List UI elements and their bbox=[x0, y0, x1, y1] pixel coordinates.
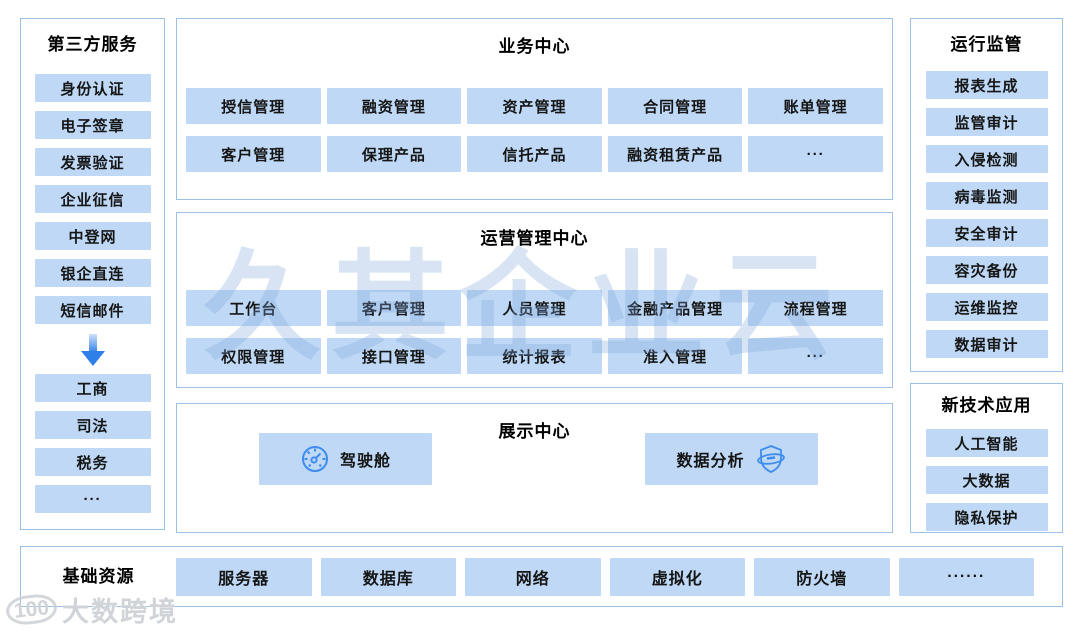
display-item-data-analysis: 数据分析 bbox=[645, 433, 818, 485]
resource-item: 数据库 bbox=[320, 557, 456, 596]
display-item-label: 数据分析 bbox=[676, 453, 745, 470]
business-item: 信托产品 bbox=[467, 136, 602, 172]
resource-item: 网络 bbox=[465, 557, 601, 596]
service-item: 企业征信 bbox=[34, 185, 151, 213]
panel-base-resources: 基础资源 服务器 数据库 网络 虚拟化 防火墙 ······ bbox=[20, 546, 1063, 607]
service-item: 司法 bbox=[34, 411, 151, 439]
operations-item: 权限管理 bbox=[186, 338, 321, 374]
operations-item: 接口管理 bbox=[326, 338, 462, 374]
business-item: 资产管理 bbox=[467, 88, 602, 124]
display-item-label: 驾驶舱 bbox=[339, 453, 391, 470]
business-center-title: 业务中心 bbox=[498, 37, 571, 56]
new-technology-title: 新技术应用 bbox=[941, 396, 1032, 415]
operations-item: 工作台 bbox=[186, 290, 321, 326]
service-item: 中登网 bbox=[34, 222, 151, 250]
resource-item: 虚拟化 bbox=[609, 557, 745, 596]
new-tech-item: 人工智能 bbox=[925, 429, 1048, 457]
supervision-item: 运维监控 bbox=[925, 293, 1048, 321]
display-item-cockpit: 驾驶舱 bbox=[259, 433, 432, 485]
panel-operations-center: 运营管理中心 工作台 客户管理 人员管理 金融产品管理 流程管理 权限管理 接口… bbox=[176, 212, 893, 388]
business-item: 融资租赁产品 bbox=[607, 136, 743, 172]
panel-operation-supervision: 运行监管 报表生成 监管审计 入侵检测 病毒监测 安全审计 容灾备份 运维监控 … bbox=[910, 18, 1063, 372]
supervision-item: 病毒监测 bbox=[925, 182, 1048, 210]
service-item-more: ··· bbox=[34, 485, 151, 513]
operations-item: 人员管理 bbox=[467, 290, 602, 326]
gauge-icon bbox=[300, 444, 330, 474]
supervision-item: 安全审计 bbox=[925, 219, 1048, 247]
supervision-item: 数据审计 bbox=[925, 330, 1048, 358]
supervision-item: 监管审计 bbox=[925, 108, 1048, 136]
business-row-2: 客户管理 保理产品 信托产品 融资租赁产品 ··· bbox=[186, 136, 883, 172]
base-resources-title: 基础资源 bbox=[62, 566, 135, 586]
operations-item: 准入管理 bbox=[607, 338, 743, 374]
service-item: 身份认证 bbox=[34, 74, 151, 102]
service-item: 发票验证 bbox=[34, 148, 151, 176]
business-item: 授信管理 bbox=[186, 88, 321, 124]
operations-item: 客户管理 bbox=[326, 290, 462, 326]
resource-item-more: ······ bbox=[898, 557, 1034, 596]
operations-item: 流程管理 bbox=[748, 290, 883, 326]
business-item: 账单管理 bbox=[748, 88, 883, 124]
panel-business-center: 业务中心 授信管理 融资管理 资产管理 合同管理 账单管理 客户管理 保理产品 … bbox=[176, 18, 893, 200]
supervision-item: 容灾备份 bbox=[925, 256, 1048, 284]
base-resources-row: 服务器 数据库 网络 虚拟化 防火墙 ······ bbox=[176, 557, 1034, 596]
business-item: 保理产品 bbox=[326, 136, 462, 172]
supervision-item: 入侵检测 bbox=[925, 145, 1048, 173]
panel-display-center: 展示中心 驾驶舱 bbox=[176, 403, 893, 533]
service-item: 税务 bbox=[34, 448, 151, 476]
supervision-title: 运行监管 bbox=[950, 35, 1023, 54]
third-party-title: 第三方服务 bbox=[47, 35, 138, 54]
panel-third-party-services: 第三方服务 身份认证 电子签章 发票验证 企业征信 中登网 银企直连 短信邮件 … bbox=[20, 18, 165, 530]
new-tech-item: 隐私保护 bbox=[925, 503, 1048, 531]
operations-item: 金融产品管理 bbox=[607, 290, 743, 326]
down-arrow-icon bbox=[21, 333, 164, 367]
supervision-item: 报表生成 bbox=[925, 71, 1048, 99]
business-item: 融资管理 bbox=[326, 88, 462, 124]
shield-orbit-icon bbox=[755, 443, 787, 475]
operations-row-2: 权限管理 接口管理 统计报表 准入管理 ··· bbox=[186, 338, 883, 374]
operations-item-more: ··· bbox=[748, 338, 883, 374]
business-item-more: ··· bbox=[748, 136, 883, 172]
service-item: 电子签章 bbox=[34, 111, 151, 139]
business-item: 合同管理 bbox=[607, 88, 743, 124]
operations-item: 统计报表 bbox=[467, 338, 602, 374]
business-item: 客户管理 bbox=[186, 136, 321, 172]
new-tech-item: 大数据 bbox=[925, 466, 1048, 494]
service-item: 银企直连 bbox=[34, 259, 151, 287]
operations-center-title: 运营管理中心 bbox=[480, 229, 589, 248]
resource-item: 服务器 bbox=[176, 557, 312, 596]
service-item: 短信邮件 bbox=[34, 296, 151, 324]
resource-item: 防火墙 bbox=[754, 557, 890, 596]
display-center-title: 展示中心 bbox=[498, 422, 571, 441]
operations-row-1: 工作台 客户管理 人员管理 金融产品管理 流程管理 bbox=[186, 290, 883, 326]
panel-new-technology: 新技术应用 人工智能 大数据 隐私保护 bbox=[910, 383, 1063, 533]
service-item: 工商 bbox=[34, 374, 151, 402]
business-row-1: 授信管理 融资管理 资产管理 合同管理 账单管理 bbox=[186, 88, 883, 124]
display-row: 驾驶舱 数据分析 bbox=[177, 433, 892, 485]
